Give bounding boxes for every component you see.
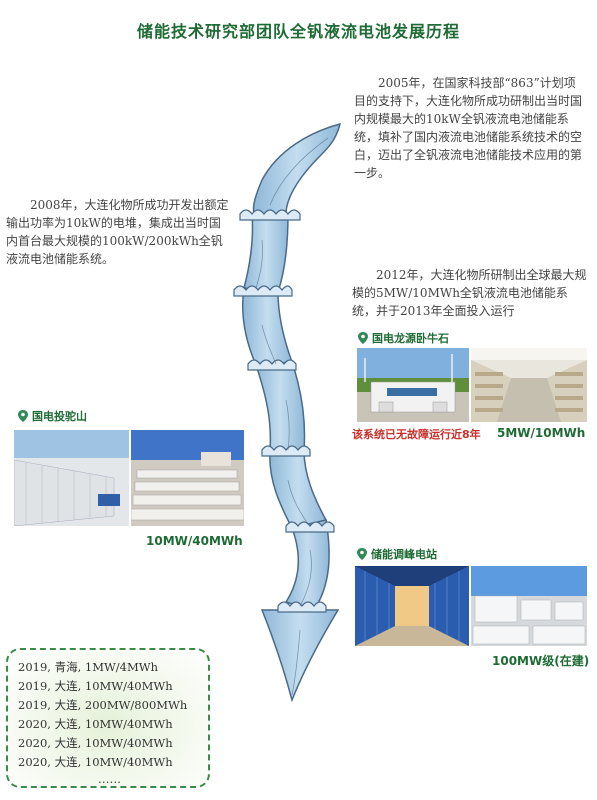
arrow-segment-3 xyxy=(254,361,306,451)
site-longyuan-label: 国电龙源卧牛石 xyxy=(358,330,449,346)
site-tuoshan-label: 国电投驼山 xyxy=(18,408,87,424)
site-tuoshan-name: 国电投驼山 xyxy=(32,410,87,423)
photo-longyuan-interior xyxy=(471,348,587,422)
photo-peak-exterior xyxy=(471,566,587,646)
timeline-arrow xyxy=(233,122,342,703)
location-pin-icon xyxy=(358,332,368,344)
photo-tuoshan-rows xyxy=(131,430,244,526)
list-item: 2019, 青海, 1MW/4MWh xyxy=(18,660,158,674)
list-item: 2020, 大连, 10MW/40MWh xyxy=(18,755,173,769)
tuoshan-capacity: 10MW/40MWh xyxy=(146,534,243,548)
list-more: …… xyxy=(98,772,121,786)
list-item: 2020, 大连, 10MW/40MWh xyxy=(18,717,173,731)
arrow-segment-1 xyxy=(243,213,289,293)
longyuan-capacity: 5MW/10MWh xyxy=(497,426,586,440)
site-peak-label: 储能调峰电站 xyxy=(357,546,437,562)
arrow-segment-4 xyxy=(269,449,328,529)
photo-tuoshan-containers xyxy=(14,430,129,526)
site-peak-name: 储能调峰电站 xyxy=(371,548,437,561)
project-list: 2019, 青海, 1MW/4MWh 2019, 大连, 10MW/40MWh … xyxy=(6,648,210,788)
list-item: 2019, 大连, 10MW/40MWh xyxy=(18,679,173,693)
milestone-2005-text: 2005年，在国家科技部“863”计划项目的支持下，大连化物所成功研制出当时国内… xyxy=(354,76,583,180)
milestone-2008-text: 2008年，大连化物所成功开发出额定输出功率为10kW的电堆，集成出当时国内首台… xyxy=(6,198,229,266)
site-longyuan-name: 国电龙源卧牛石 xyxy=(372,332,449,345)
photo-peak-interior xyxy=(355,566,469,646)
arrow-segment-2 xyxy=(241,287,294,366)
arrow-head xyxy=(260,609,340,703)
milestone-2012-text: 2012年，大连化物所研制出全球最大规模的5MW/10MWh全钒液流电池储能系统… xyxy=(352,268,587,318)
longyuan-note: 该系统已无故障运行近8年 xyxy=(352,428,481,441)
page-title: 储能技术研究部团队全钒液流电池发展历程 xyxy=(136,22,460,41)
location-pin-icon xyxy=(18,410,28,422)
peak-capacity: 100MW级(在建) xyxy=(492,654,590,668)
list-item: 2019, 大连, 200MW/800MWh xyxy=(18,698,188,712)
photo-longyuan-exterior xyxy=(357,348,469,422)
location-pin-icon xyxy=(357,548,367,560)
arrow-top-curl xyxy=(252,122,342,215)
arrow-segment-5 xyxy=(284,519,330,611)
list-item: 2020, 大连, 10MW/40MWh xyxy=(18,736,173,750)
